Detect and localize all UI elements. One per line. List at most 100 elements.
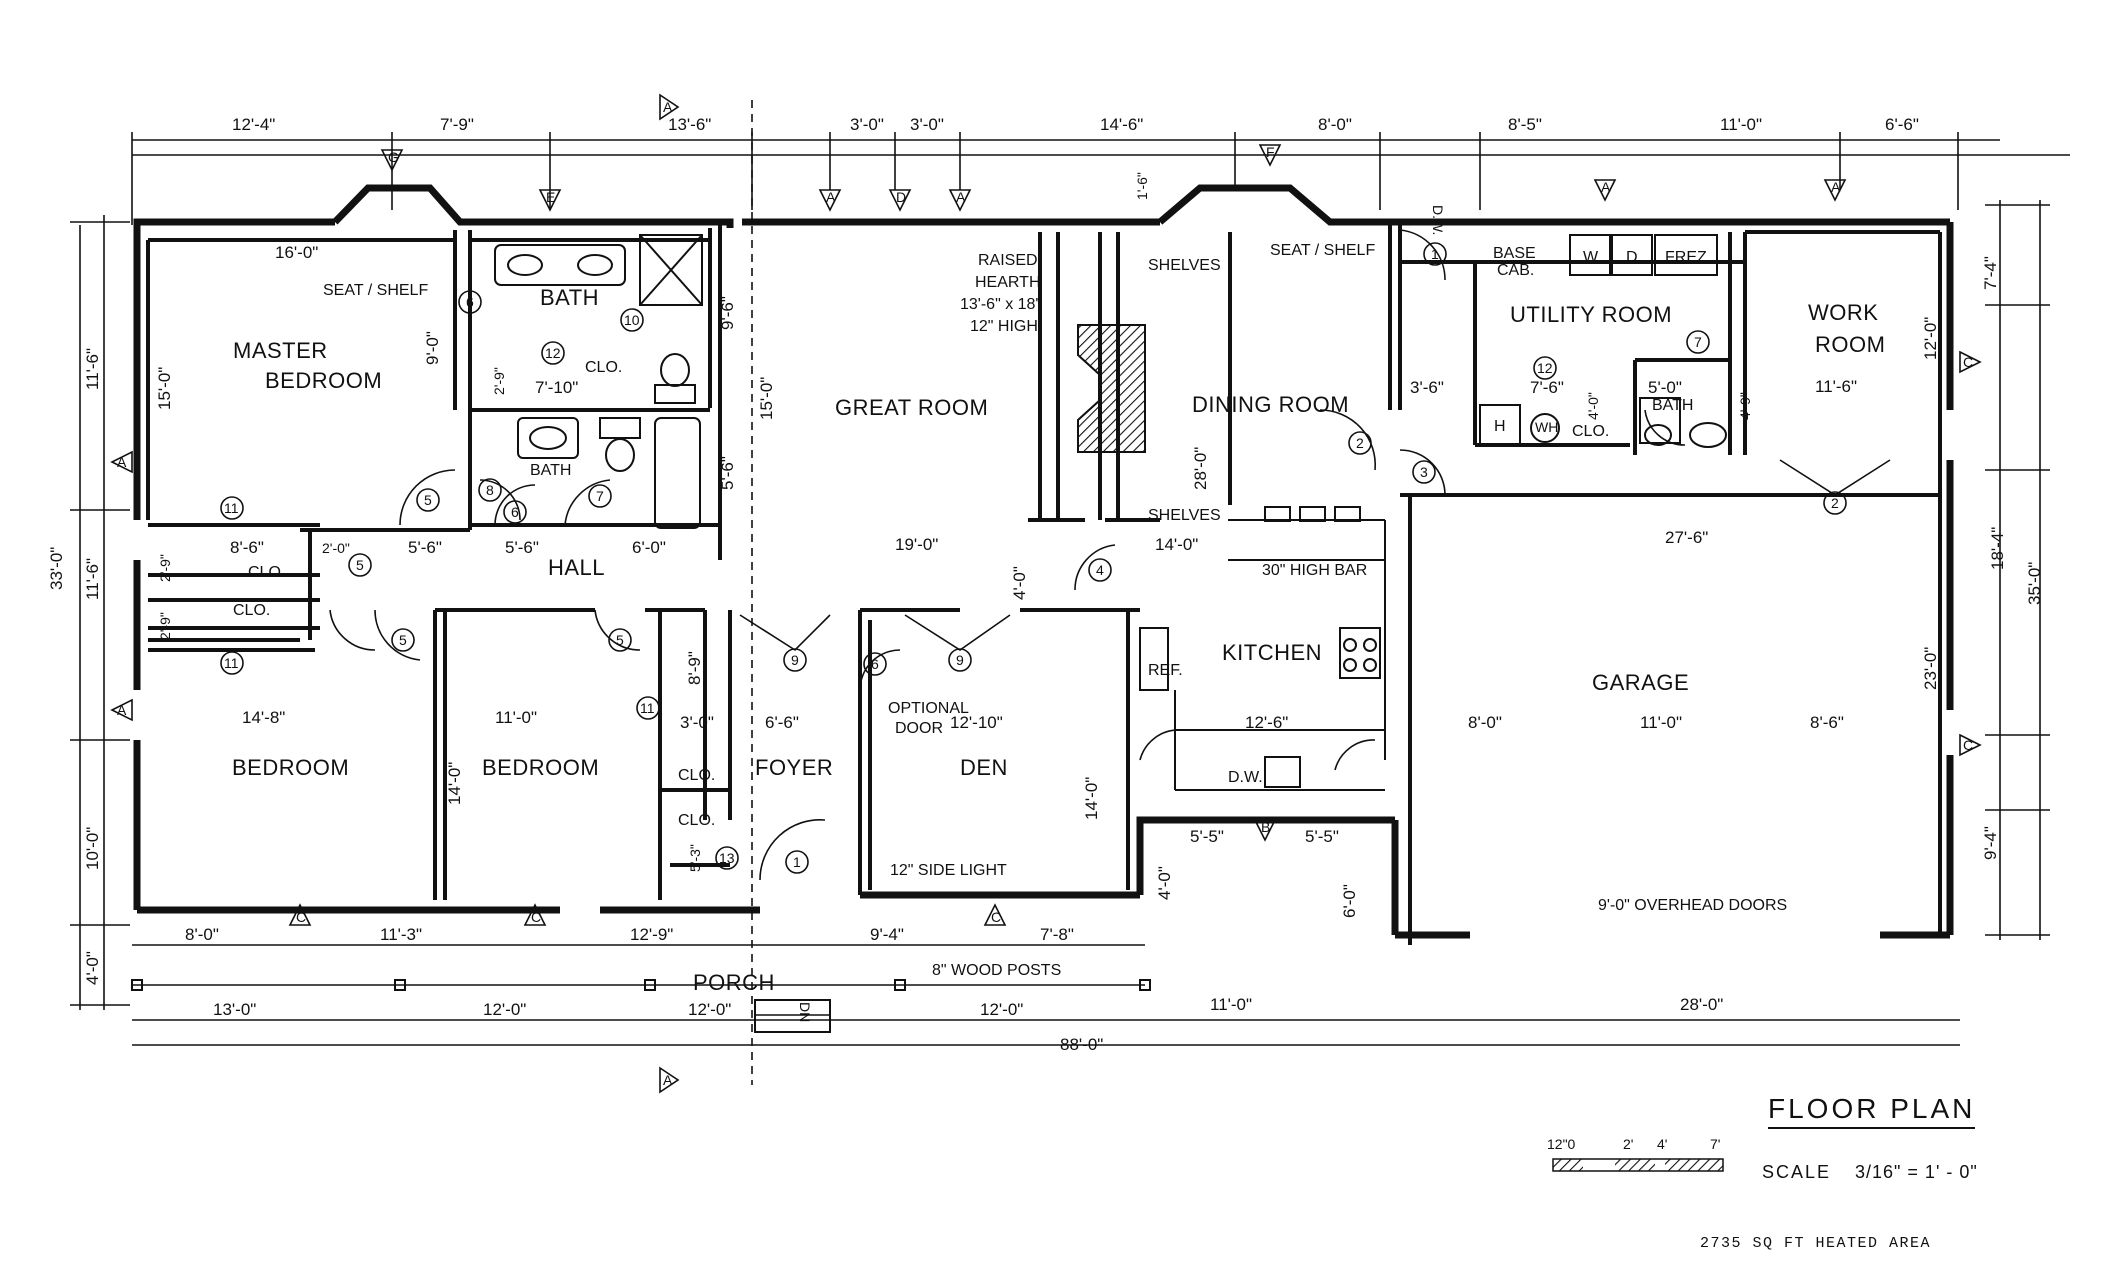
dim-foyer-width: 6'-6" [765,713,799,732]
dim-kitchen-width: 12'-6" [1245,713,1288,732]
dim-left-1: 11'-6" [83,348,102,390]
optional-door-note-2: DOOR [895,720,943,737]
wood-posts-note: 8" WOOD POSTS [932,962,1061,979]
dim-left-3: 10'-0" [83,827,102,870]
dim-porch-5: 11'-0" [1210,995,1252,1014]
dw-top-label: D.W. [1430,205,1446,235]
heated-area-note: 2735 SQ FT HEATED AREA [1700,1235,1932,1252]
dim-den-door-height: 4'-0" [1010,566,1029,600]
dim-garage-c: 8'-6" [1810,713,1844,732]
svg-text:C: C [991,909,1001,925]
svg-text:C: C [296,909,306,925]
dim-hall-b: 5'-6" [505,538,539,557]
svg-text:4: 4 [1096,562,1104,578]
dim-top-5: 3'-0" [910,115,944,134]
dim-bottom-4: 9'-4" [870,925,904,944]
dim-closet-h2: 2'-9" [157,612,173,640]
right-dimension-lines [1985,200,2050,940]
svg-text:A: A [1831,179,1841,195]
door-tag: 2 [1823,491,1847,515]
svg-text:F: F [1266,144,1275,160]
door-tag: 3 [1412,460,1436,484]
scale-label: SCALE [1762,1162,1832,1182]
hall-label: HALL [548,555,605,580]
dim-hall-a: 5'-6" [408,538,442,557]
door-tag: 7 [588,484,612,508]
door-tag: 11 [220,651,244,675]
svg-text:A: A [117,702,127,718]
dim-bedroom-2-width: 11'-0" [495,708,537,727]
svg-text:A: A [826,189,836,205]
shelves-bottom-note: SHELVES [1148,507,1221,524]
door-tag: 11 [636,696,660,720]
overhead-doors-note: 9'-0" OVERHEAD DOORS [1598,897,1787,914]
door-tag: 13 [715,846,739,870]
svg-text:1: 1 [793,854,801,870]
dim-top-6: 14'-6" [1100,115,1143,134]
dim-top-7: 8'-0" [1318,115,1352,134]
dim-garage-b: 11'-0" [1640,713,1682,732]
dim-den-width: 12'-10" [950,713,1003,732]
dim-porch-1: 13'-0" [213,1000,256,1019]
svg-text:E: E [546,189,555,205]
door-tags: 1 1 2 2 3 4 5 5 5 5 6 6 6 7 7 8 9 9 10 1… [220,242,1847,874]
fireplace [1077,324,1146,453]
svg-text:10: 10 [624,312,640,328]
door-tag: 1 [785,850,809,874]
door-tag: 12 [1533,356,1557,380]
dim-fireplace-height: 1'-6" [1134,172,1150,200]
svg-text:A: A [663,1072,673,1088]
dim-master-height: 15'-0" [155,367,174,410]
foyer-label: FOYER [755,755,833,780]
section-mark: G [380,149,404,172]
dim-great-a: 9'-6" [718,296,737,330]
scale-tick-0: 12"0 [1547,1136,1576,1152]
interior-walls [146,222,1942,945]
dim-right-1: 7'-4" [1981,256,2000,290]
base-cab-note-2: CAB. [1497,262,1534,279]
section-mark: C [1959,350,1982,374]
section-marks: A A A A A A A A B C C C C C D E F G [110,93,1982,1094]
dim-top-8: 8'-5" [1508,115,1542,134]
great-room-label: GREAT ROOM [835,395,988,420]
dim-master-width: 16'-0" [275,243,318,262]
section-mark: C [523,903,547,926]
dim-closet-width: 7'-10" [535,378,578,397]
master-closet-label: CLO. [585,359,622,376]
section-mark: A [110,698,133,722]
dim-utility-e: 4'-9" [1737,392,1753,420]
svg-text:A: A [1601,179,1611,195]
dim-left-4: 4'-0" [83,951,102,985]
dim-garage-total: 28'-0" [1680,995,1723,1014]
svg-text:11: 11 [224,655,239,671]
door-tag: 12 [541,341,565,365]
svg-text:3: 3 [1420,464,1428,480]
svg-text:B: B [1261,819,1270,835]
seat-shelf-left-note: SEAT / SHELF [323,282,428,299]
dim-kitchen-height: 4'-0" [1155,866,1174,900]
svg-text:1: 1 [1431,246,1439,262]
svg-text:2: 2 [1356,435,1364,451]
door-tag: 7 [1686,330,1710,354]
porch-label: PORCH [693,970,775,995]
work-bath-label: BATH [1652,397,1693,414]
utility-room-label: UTILITY ROOM [1510,302,1672,327]
svg-text:12: 12 [1537,360,1553,376]
svg-text:11: 11 [640,700,655,716]
scale-bar: 12"0 2' 4' 7' [1547,1136,1724,1172]
svg-text:C: C [1963,737,1973,753]
section-mark: B [1253,819,1277,842]
base-cab-note-1: BASE [1493,245,1536,262]
section-mark: E [538,189,562,212]
dim-top-3: 13'-6" [668,115,711,134]
svg-text:7: 7 [596,488,604,504]
dim-bottom-1: 8'-0" [185,925,219,944]
svg-text:D: D [896,189,906,205]
svg-text:5: 5 [399,632,407,648]
bedroom-2-label: BEDROOM [482,755,599,780]
section-mark: A [948,189,972,212]
section-mark: F [1258,144,1282,167]
dim-closet-height: 2'-9" [491,367,507,395]
door-tag: 9 [948,648,972,672]
door-tag: 6 [503,500,527,524]
